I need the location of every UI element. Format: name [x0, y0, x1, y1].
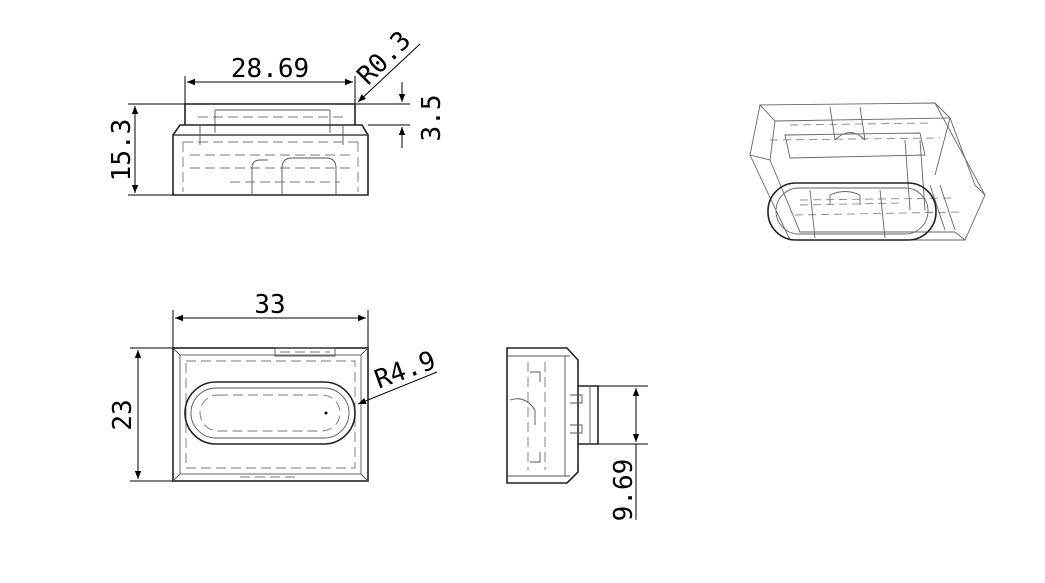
dimension-side-tab: 9.69 — [598, 385, 648, 522]
dim-label-top-radius: R0.3 — [352, 26, 417, 91]
dimension-top-radius: R0.3 — [352, 26, 421, 103]
dim-label-top-height: 15.3 — [107, 119, 137, 182]
dim-label-side-tab: 9.69 — [609, 459, 639, 522]
isometric-view — [749, 102, 986, 241]
dim-label-top-width: 28.69 — [231, 54, 309, 84]
dimension-top-width: 28.69 — [184, 54, 356, 104]
dim-label-top-step: 3.5 — [417, 95, 447, 142]
dimension-top-height: 15.3 — [107, 103, 185, 196]
dimension-slot-radius: R4.9 — [357, 346, 440, 405]
front-elevation-view — [172, 103, 369, 196]
plan-view — [172, 347, 369, 482]
dim-label-slot-radius: R4.9 — [371, 346, 440, 396]
dimension-plan-width: 33 — [172, 290, 369, 348]
dim-label-plan-width: 33 — [254, 290, 285, 320]
side-view — [506, 347, 599, 484]
dim-label-plan-height: 23 — [108, 399, 138, 430]
dimension-top-step: 3.5 — [355, 82, 447, 148]
dimension-plan-height: 23 — [108, 347, 173, 482]
